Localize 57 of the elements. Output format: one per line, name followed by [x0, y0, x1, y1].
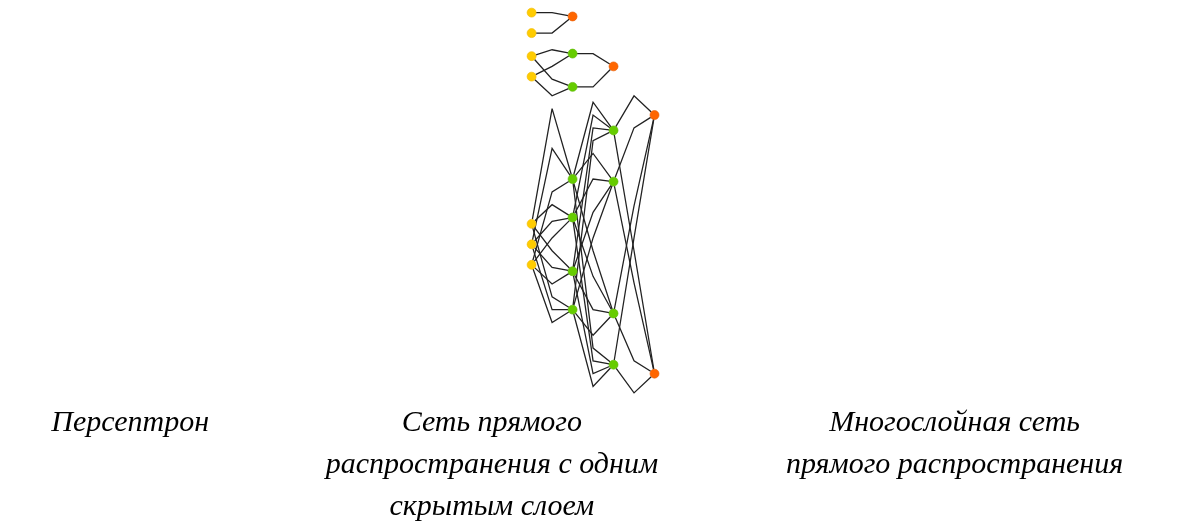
node-circle	[567, 265, 578, 276]
connector	[574, 177, 610, 214]
connector	[574, 274, 610, 313]
connector	[572, 182, 611, 362]
connector	[533, 246, 569, 271]
connector	[533, 58, 569, 86]
connector	[614, 316, 652, 372]
node-circle	[567, 81, 578, 92]
connector	[573, 100, 612, 175]
connector	[572, 126, 610, 267]
connector	[572, 131, 611, 306]
node-circle	[608, 176, 619, 186]
node-circle	[649, 368, 660, 378]
node-circle	[608, 359, 619, 369]
connector	[573, 312, 612, 388]
connector	[533, 226, 570, 269]
connector	[573, 184, 612, 268]
connector	[533, 217, 569, 242]
node-circle	[567, 173, 578, 184]
connector	[535, 48, 569, 55]
caption-text: Многослойная сеть прямого распространения	[784, 403, 1125, 481]
node-circle	[567, 304, 578, 314]
connector	[535, 18, 570, 34]
connector	[532, 227, 570, 308]
node-circle	[526, 50, 537, 61]
connector	[576, 68, 611, 87]
node-circle	[526, 7, 537, 17]
connector	[532, 180, 570, 261]
connector	[613, 118, 655, 310]
connector	[534, 54, 570, 75]
connector	[531, 146, 571, 241]
connector	[613, 184, 655, 370]
connector	[576, 52, 611, 65]
node-circle	[526, 27, 537, 38]
node-circle	[526, 259, 537, 270]
node-circle	[526, 71, 537, 81]
connector	[572, 274, 610, 375]
node-circle	[608, 308, 619, 318]
node-circle	[526, 218, 537, 229]
caption-text: Персептрон	[51, 403, 210, 439]
connector	[572, 220, 610, 364]
node-circle	[608, 61, 619, 71]
connector	[532, 267, 570, 323]
connector	[572, 113, 611, 214]
connector	[532, 247, 569, 310]
node-circle	[567, 48, 578, 58]
node-circle	[649, 109, 660, 120]
connector	[535, 11, 569, 16]
node-circle	[526, 239, 537, 249]
node-circle	[567, 11, 578, 21]
node-circle	[608, 125, 619, 135]
caption-text: Сеть прямого распространения с одним скрытым слоем	[323, 403, 660, 523]
connector	[614, 116, 652, 178]
connector	[573, 220, 612, 310]
connector	[533, 219, 570, 262]
node-circle	[567, 212, 578, 222]
connector	[531, 107, 572, 220]
